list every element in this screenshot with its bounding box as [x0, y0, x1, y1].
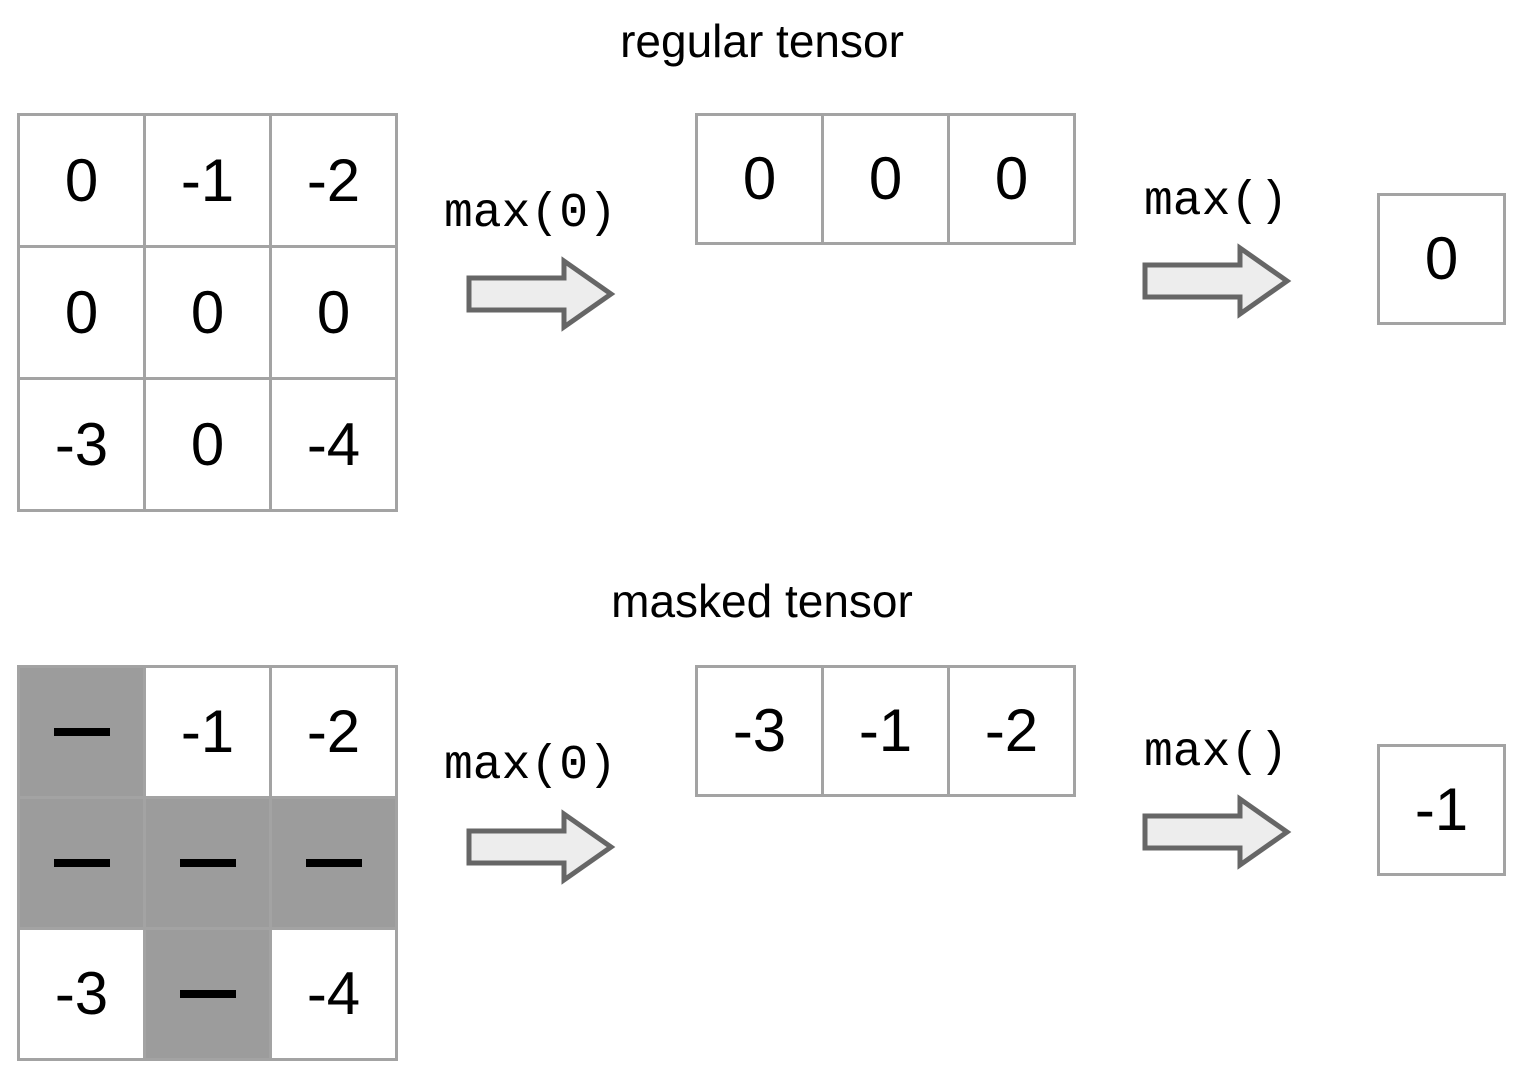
- table-cell: -1: [146, 668, 269, 796]
- masked-intermediate-grid: -3 -1 -2: [695, 665, 1076, 797]
- masked-result-box: -1: [1377, 744, 1506, 876]
- cell-value: 0: [994, 145, 1029, 212]
- table-cell: -4: [272, 930, 395, 1058]
- right-arrow-icon: [466, 809, 616, 885]
- table-cell: -2: [950, 668, 1073, 794]
- cell-value: -3: [54, 410, 109, 478]
- regular-result-box: 0: [1377, 193, 1506, 325]
- table-cell: 0: [146, 248, 269, 377]
- table-cell-masked: [20, 668, 143, 796]
- right-arrow-icon: [466, 256, 616, 332]
- cell-value: 0: [190, 410, 225, 478]
- table-cell-masked: [272, 799, 395, 927]
- regular-input-grid: 0 -1 -2 0 0 0 -3 0 -4: [17, 113, 398, 512]
- regular-intermediate-grid: 0 0 0: [695, 113, 1076, 245]
- operation-label-max-dim0: max(0): [444, 187, 617, 241]
- table-cell: 0: [1380, 196, 1503, 322]
- table-cell: 0: [20, 248, 143, 377]
- cell-value: 0: [190, 278, 225, 346]
- table-cell: 0: [272, 248, 395, 377]
- mask-dash-icon: [53, 728, 110, 736]
- operation-label-max-all: max(): [1144, 175, 1289, 229]
- cell-value: 0: [742, 145, 777, 212]
- table-cell: 0: [20, 116, 143, 245]
- table-cell: -3: [20, 930, 143, 1058]
- table-cell: 0: [950, 116, 1073, 242]
- mask-dash-icon: [179, 990, 236, 998]
- cell-value: 0: [1424, 225, 1459, 292]
- cell-value: -3: [54, 960, 109, 1027]
- table-cell: -3: [20, 380, 143, 509]
- section-title-masked: masked tensor: [611, 575, 913, 627]
- table-cell: -1: [1380, 747, 1503, 873]
- section-title-regular: regular tensor: [620, 15, 904, 67]
- table-cell: 0: [146, 380, 269, 509]
- cell-value: -1: [180, 146, 235, 214]
- cell-value: 0: [316, 278, 351, 346]
- right-arrow-icon: [1142, 243, 1292, 319]
- table-cell: -2: [272, 116, 395, 245]
- table-cell: 0: [824, 116, 947, 242]
- table-cell-masked: [146, 799, 269, 927]
- right-arrow-icon: [1142, 794, 1292, 870]
- table-cell: -2: [272, 668, 395, 796]
- cell-value: -1: [1414, 776, 1469, 843]
- table-cell-masked: [146, 930, 269, 1058]
- table-cell: 0: [698, 116, 821, 242]
- cell-value: -2: [984, 697, 1039, 764]
- mask-dash-icon: [179, 859, 236, 867]
- cell-value: -2: [306, 698, 361, 765]
- cell-value: -3: [732, 697, 787, 764]
- table-cell: -4: [272, 380, 395, 509]
- cell-value: -4: [306, 410, 361, 478]
- masked-input-grid: -1 -2 -3 -4: [17, 665, 398, 1061]
- mask-dash-icon: [53, 859, 110, 867]
- cell-value: -4: [306, 960, 361, 1027]
- operation-label-max-dim0: max(0): [444, 739, 617, 793]
- table-cell: -3: [698, 668, 821, 794]
- mask-dash-icon: [305, 859, 362, 867]
- cell-value: 0: [868, 145, 903, 212]
- cell-value: 0: [64, 146, 99, 214]
- cell-value: -2: [306, 146, 361, 214]
- table-cell: -1: [824, 668, 947, 794]
- cell-value: -1: [180, 698, 235, 765]
- cell-value: 0: [64, 278, 99, 346]
- table-cell: -1: [146, 116, 269, 245]
- table-cell-masked: [20, 799, 143, 927]
- operation-label-max-all: max(): [1144, 726, 1289, 780]
- cell-value: -1: [858, 697, 913, 764]
